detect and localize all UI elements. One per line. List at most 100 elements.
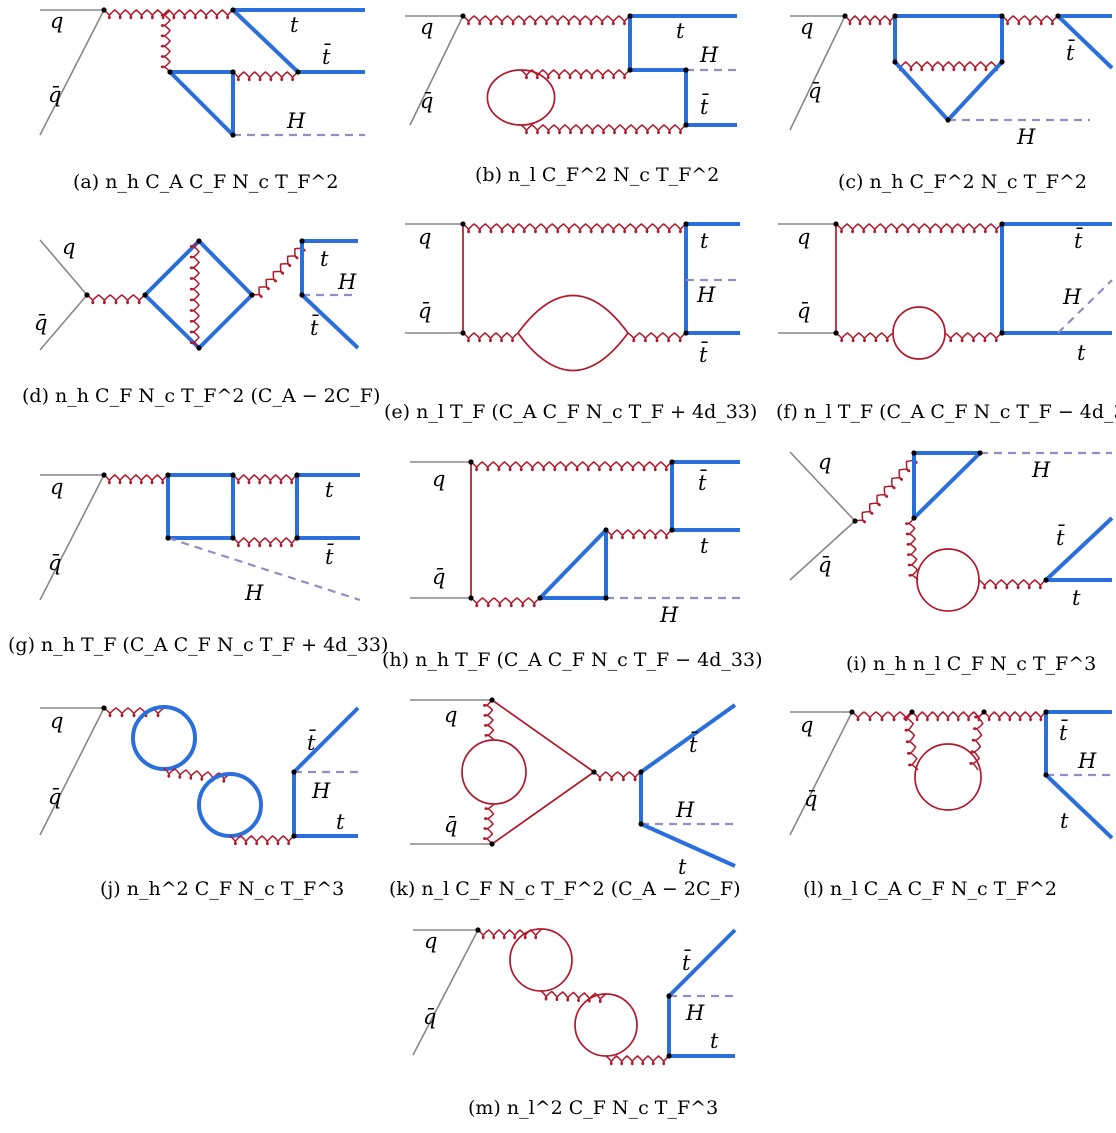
- label-qbar: q̄: [444, 813, 457, 837]
- label-q: q: [50, 475, 63, 499]
- vertex-dot: [999, 13, 1005, 19]
- label-t: t: [1072, 586, 1081, 610]
- diagram-l: q q̄ t̄ H t (l) n_l C_A C_F N_c T_F^2: [789, 710, 1114, 900]
- label-q: q: [800, 713, 813, 737]
- gluon-line: [605, 529, 673, 540]
- vertex-dot: [101, 472, 107, 478]
- label-q: q: [50, 9, 63, 33]
- top-line: [667, 928, 737, 998]
- incoming-antiquark-line: [39, 294, 88, 351]
- gluon-line: [1001, 15, 1059, 26]
- top-line: [639, 703, 737, 774]
- vertex-dot: [165, 535, 171, 541]
- label-H: H: [675, 798, 695, 822]
- vertex-dot: [999, 59, 1005, 65]
- label-qbar: q̄: [808, 79, 821, 103]
- label-t: t: [700, 534, 709, 558]
- label-t: t: [320, 247, 329, 271]
- label-qbar: q̄: [804, 787, 817, 811]
- vertex-dot: [683, 330, 689, 336]
- label-tbar: t̄: [699, 341, 708, 367]
- light-quark-loop: [517, 294, 629, 334]
- caption-f: (f) n_l T_F (C_A C_F N_c T_F − 4d_33): [776, 401, 1116, 423]
- light-quark-loop: [914, 743, 982, 811]
- vertex-dot: [1043, 709, 1049, 715]
- diagram-g: q q̄ t t̄ H (g) n_h T_F (C_A C_F N_c T_F…: [8, 473, 388, 656]
- light-quark-loop: [517, 332, 629, 372]
- incoming-quark-line: [789, 451, 856, 522]
- gluon-line: [835, 223, 1003, 234]
- diagram-c: q q̄ t̄ H (c) n_h C_F^2 N_c T_F^2: [789, 14, 1114, 193]
- label-q: q: [62, 235, 75, 259]
- caption-a: (a) n_h C_A C_F N_c T_F^2: [73, 171, 338, 193]
- diagram-j: q q̄ t̄ H t (j) n_h^2 C_F N_c T_F^3: [39, 705, 360, 900]
- gluon-line: [86, 294, 146, 305]
- vertex-dot: [291, 833, 297, 839]
- gluon-line: [482, 803, 495, 845]
- vertex-dot: [945, 117, 951, 123]
- caption-d: (d) n_h C_F N_c T_F^2 (C_A − 2C_F): [22, 385, 380, 407]
- higgs-line: [1057, 279, 1113, 334]
- diagram-f: q q̄ t̄ H t (f) n_l T_F (C_A C_F N_c T_F…: [776, 222, 1116, 423]
- vertex-dot: [468, 595, 474, 601]
- label-t: t: [710, 1029, 719, 1053]
- label-H: H: [696, 283, 716, 307]
- higgs-line: [167, 536, 361, 602]
- gluon-line: [540, 990, 607, 1004]
- gluon-line: [462, 332, 519, 343]
- label-t: t: [336, 810, 345, 834]
- label-qbar: q̄: [432, 565, 445, 589]
- vertex-dot: [666, 1053, 672, 1059]
- vertex-dot: [1043, 772, 1049, 778]
- top-line: [640, 822, 736, 868]
- vertex-dot: [603, 527, 609, 533]
- vertex-dot: [852, 518, 858, 524]
- label-tbar: t̄: [325, 543, 334, 569]
- caption-i: (i) n_h n_l C_F N_c T_F^3: [846, 653, 1096, 675]
- label-H: H: [286, 109, 306, 133]
- vertex-dot: [591, 769, 597, 775]
- caption-h: (h) n_h T_F (C_A C_F N_c T_F − 4d_33): [382, 649, 762, 671]
- label-tbar: t̄: [307, 729, 316, 755]
- incoming-antiquark-line: [39, 9, 105, 136]
- label-q: q: [424, 929, 437, 953]
- label-H: H: [337, 270, 357, 294]
- light-quark-loop: [509, 928, 573, 992]
- vertex-dot: [1055, 13, 1061, 19]
- label-t: t: [678, 855, 687, 879]
- vertex-dot: [911, 450, 917, 456]
- caption-g: (g) n_h T_F (C_A C_F N_c T_F + 4d_33): [8, 634, 388, 656]
- vertex-dot: [460, 221, 466, 227]
- vertex-dot: [833, 330, 839, 336]
- label-H: H: [1031, 458, 1051, 482]
- diagram-h: q q̄ t̄ t H (h) n_h T_F (C_A C_F N_c T_F…: [382, 460, 762, 671]
- vertex-dot: [460, 330, 466, 336]
- gluon-line: [851, 711, 913, 722]
- vertex-dot: [468, 459, 474, 465]
- top-quark-loop: [131, 705, 197, 771]
- caption-e: (e) n_l T_F (C_A C_F N_c T_F + 4d_33): [384, 401, 757, 423]
- label-H: H: [1077, 749, 1097, 773]
- top-line: [292, 706, 360, 774]
- vertex-dot: [911, 515, 917, 521]
- vertex-dot: [627, 13, 633, 19]
- incoming-antiquark-line: [39, 474, 105, 601]
- vertex-dot: [683, 221, 689, 227]
- vertex-dot: [196, 238, 202, 244]
- vertex-dot: [537, 595, 543, 601]
- vertex-dot: [977, 450, 983, 456]
- label-tbar: t̄: [700, 93, 709, 119]
- diagram-b: q q̄ t H t̄ (b) n_l C_F^2 N_c T_F^2: [405, 14, 737, 186]
- incoming-antiquark-line: [412, 929, 479, 1056]
- vertex-dot: [475, 927, 481, 933]
- gluon-line: [944, 332, 1003, 343]
- vertex-dot: [460, 13, 466, 19]
- label-t: t: [325, 478, 334, 502]
- gluon-line: [189, 240, 200, 349]
- diagram-i: q q̄ H t̄ t (i) n_h n_l C_F N_c T_F^3: [789, 450, 1114, 675]
- label-tbar: t̄: [322, 43, 331, 69]
- light-quark-loop: [520, 69, 556, 126]
- top-line: [300, 293, 360, 350]
- label-q: q: [420, 15, 433, 39]
- vertex-dot: [230, 69, 236, 75]
